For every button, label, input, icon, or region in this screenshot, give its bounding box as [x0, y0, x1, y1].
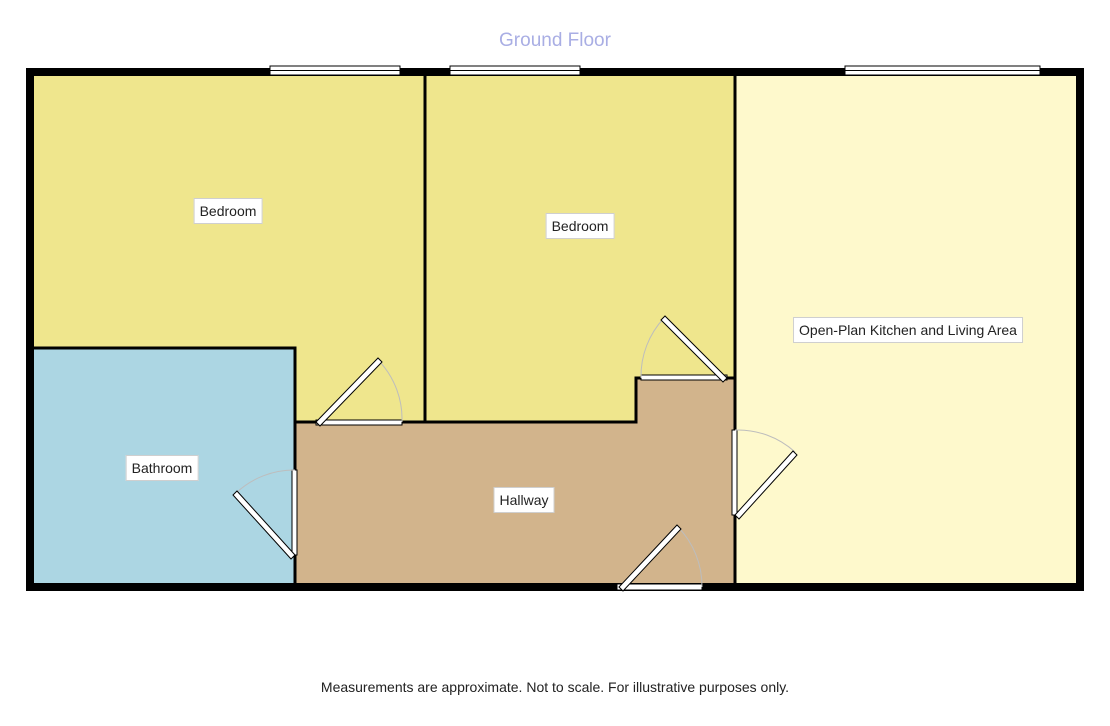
room-label-bedroom-middle: Bedroom [545, 213, 615, 239]
door-bedroom-left [315, 357, 403, 427]
doors [232, 315, 798, 592]
disclaimer: Measurements are approximate. Not to sca… [320, 679, 790, 695]
room-label-bathroom: Bathroom [125, 455, 199, 481]
room-hallway [295, 378, 735, 587]
door-entrance [616, 524, 703, 592]
window-bedroom-left [269, 65, 401, 76]
door-bedroom-middle [640, 315, 728, 383]
window-kitchen-living [844, 65, 1041, 76]
door-kitchen-living [731, 429, 798, 520]
floor-title: Ground Floor [499, 30, 611, 51]
room-label-kitchen-living: Open-Plan Kitchen and Living Area [793, 317, 1023, 343]
room-label-bedroom-left: Bedroom [193, 198, 263, 224]
door-bathroom [232, 469, 298, 560]
room-label-hallway: Hallway [493, 487, 555, 513]
window-bedroom-middle [449, 65, 581, 76]
room-bedroom-middle [425, 72, 735, 422]
windows [269, 65, 1041, 76]
